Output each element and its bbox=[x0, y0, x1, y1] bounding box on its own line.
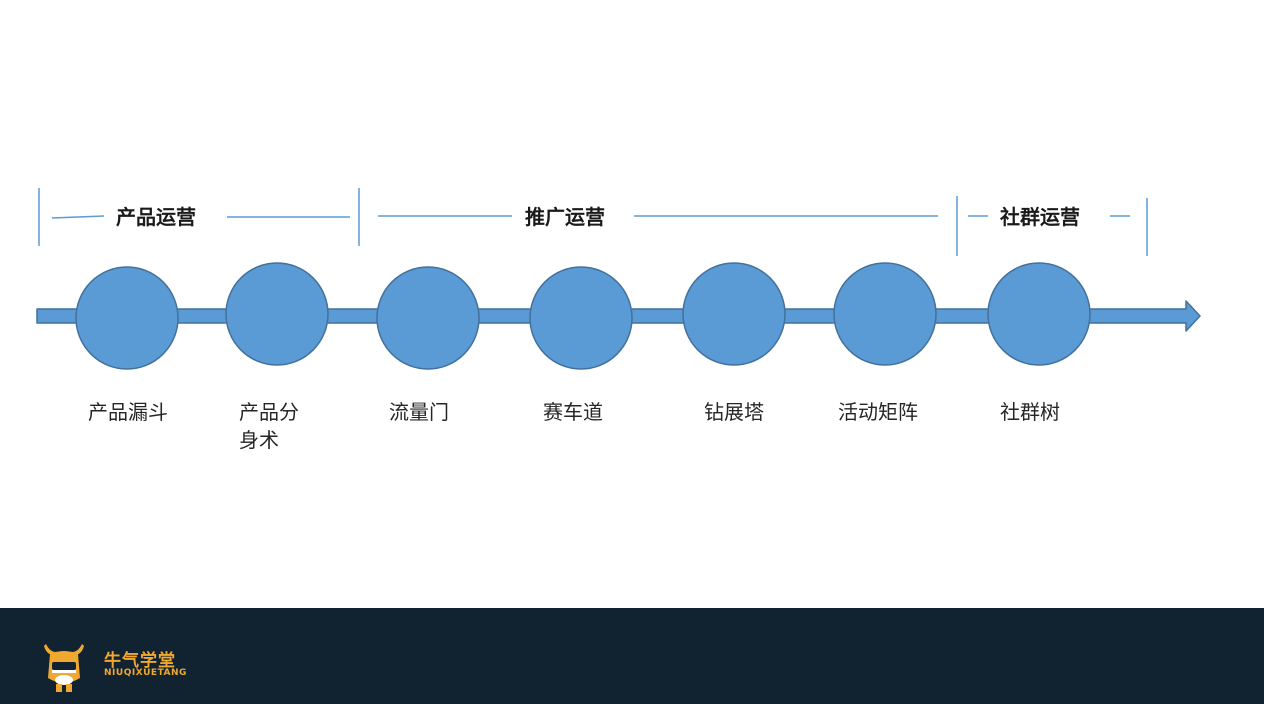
step-label-community-tree: 社群树 bbox=[1000, 400, 1060, 424]
timeline-svg bbox=[36, 188, 1201, 370]
phase-title-product: 产品运营 bbox=[116, 205, 196, 229]
step-node-community-tree bbox=[987, 262, 1091, 366]
step-node-traffic-gate bbox=[376, 266, 480, 370]
step-node-activity-matrix bbox=[833, 262, 937, 366]
step-label-traffic-gate: 流量门 bbox=[389, 400, 449, 424]
brand-name-cn: 牛气学堂 bbox=[104, 651, 176, 671]
step-label-race-track: 赛车道 bbox=[543, 400, 603, 424]
step-label-diamond-tower: 钻展塔 bbox=[704, 400, 764, 424]
phase-title-community: 社群运营 bbox=[1000, 205, 1080, 229]
phase-bracket-product bbox=[38, 188, 360, 246]
step-node-race-track bbox=[529, 266, 633, 370]
brand-name-en: NIUQIXUETANG bbox=[104, 668, 187, 678]
phase-bracket-community bbox=[956, 196, 1148, 256]
footer-bar: 牛气学堂 NIUQIXUETANG bbox=[0, 608, 1264, 704]
step-node-funnel bbox=[75, 266, 179, 370]
phase-title-promotion: 推广运营 bbox=[525, 205, 605, 229]
step-node-clone bbox=[225, 262, 329, 366]
step-label-funnel: 产品漏斗 bbox=[88, 400, 168, 424]
timeline-diagram: 产品运营 推广运营 社群运营 产品漏斗 产品分身术 流量门 赛车道 钻展塔 活动… bbox=[36, 188, 1201, 452]
step-node-diamond-tower bbox=[682, 262, 786, 366]
step-label-clone: 产品分身术 bbox=[239, 400, 299, 452]
bull-mascot-icon bbox=[44, 644, 84, 692]
step-label-activity-matrix: 活动矩阵 bbox=[838, 400, 918, 424]
